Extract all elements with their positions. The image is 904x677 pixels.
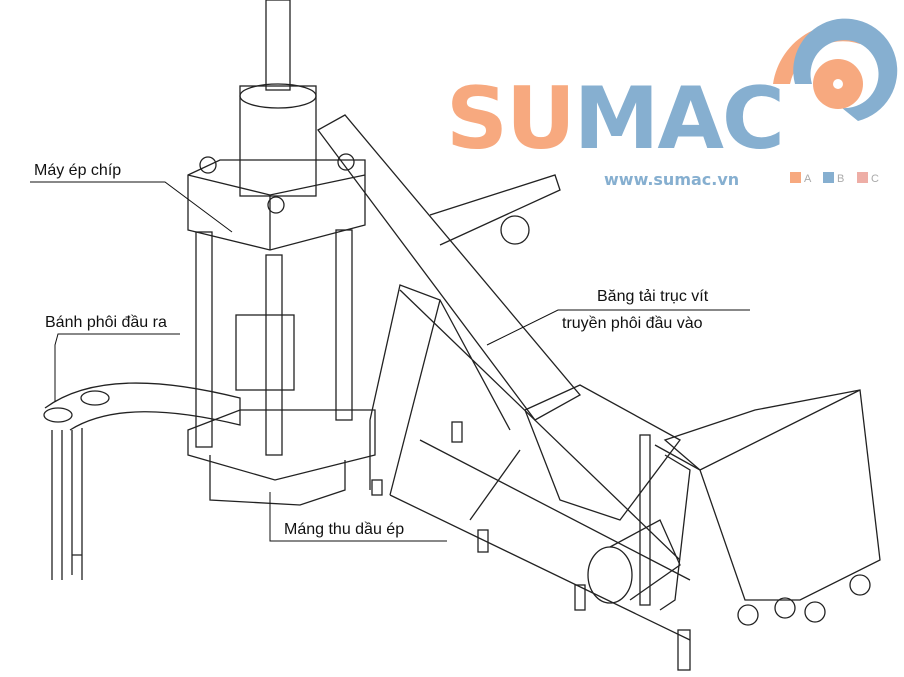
label-conveyor-line1: Băng tải trục vít <box>597 288 709 305</box>
legend-c: C <box>857 172 879 185</box>
sumac-logo-mark <box>773 18 898 122</box>
legend-b: B <box>823 172 844 185</box>
logo-su: SU <box>446 69 576 169</box>
logo-mac: MAC <box>573 69 785 169</box>
label-press: Máy ép chíp <box>34 162 122 179</box>
label-briquette-output: Bánh phôi đầu ra <box>45 314 167 331</box>
label-oil-tray: Máng thu dầu ép <box>284 521 405 538</box>
legend-a: A <box>790 172 811 185</box>
callout-leaders <box>30 181 750 542</box>
website-url: www.sumac.vn <box>604 170 740 189</box>
label-conveyor-line2: truyền phôi đầu vào <box>562 315 703 332</box>
sumac-logo-wordmark: SUMAC <box>446 76 785 162</box>
